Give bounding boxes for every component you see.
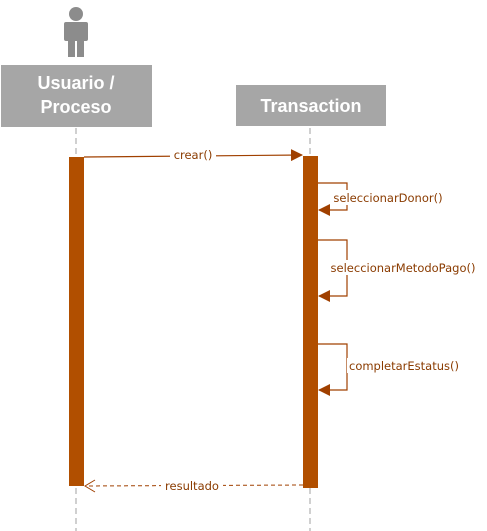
message-seleccionar-metodo-pago-label: seleccionarMetodoPago() [331, 261, 476, 275]
participant-transaction: Transaction [236, 85, 386, 126]
message-seleccionar-donor: seleccionarDonor() [318, 182, 445, 216]
message-seleccionar-metodo-pago: seleccionarMetodoPago() [318, 239, 479, 302]
activation-usuario [69, 157, 84, 486]
message-resultado: resultado [84, 478, 304, 493]
message-seleccionar-donor-label: seleccionarDonor() [333, 191, 442, 205]
participant-usuario: Usuario / Proceso [1, 65, 152, 127]
message-crear-label: crear() [174, 148, 213, 162]
person-icon [64, 7, 88, 57]
participant-usuario-label-line2: Proceso [40, 97, 111, 117]
message-crear: crear() [83, 148, 303, 162]
participant-usuario-label-line1: Usuario / [37, 73, 114, 93]
message-completar-estatus: completarEstatus() [318, 343, 461, 396]
message-completar-estatus-label: completarEstatus() [349, 359, 459, 373]
message-resultado-label: resultado [165, 479, 219, 493]
participant-transaction-label: Transaction [260, 96, 361, 116]
activation-transaction [303, 156, 318, 488]
